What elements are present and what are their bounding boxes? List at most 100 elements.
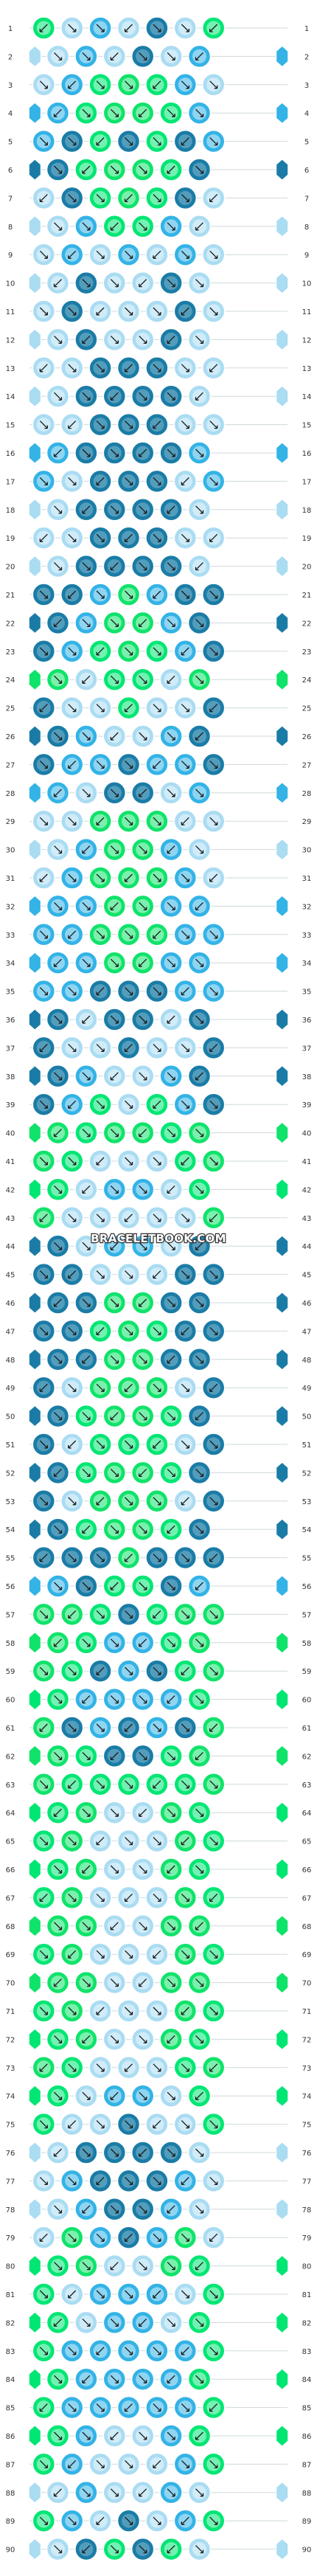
edge-marker — [28, 2142, 41, 2164]
arrow-icon — [39, 2516, 48, 2525]
arrow-icon — [167, 1582, 175, 1590]
arrow-icon — [68, 2176, 77, 2186]
arrow-icon — [39, 704, 48, 713]
arrow-icon — [195, 279, 204, 288]
arrow-icon — [153, 2403, 161, 2412]
arrow-icon — [181, 1893, 189, 1902]
row-number: 18 — [6, 507, 15, 515]
arrow-icon — [209, 364, 218, 373]
arrow-icon — [181, 647, 189, 656]
arrow-icon — [68, 1497, 77, 1506]
edge-marker — [28, 1348, 41, 1371]
arrow-icon — [68, 2459, 77, 2469]
row-number: 38 — [6, 1073, 15, 1081]
arrow-icon — [181, 1043, 189, 1053]
arrow-icon — [124, 193, 133, 203]
arrow-icon — [209, 2516, 218, 2525]
edge-marker — [276, 271, 289, 294]
row-number: 73 — [6, 2065, 15, 2073]
edge-markers — [28, 45, 289, 2561]
arrow-icon — [110, 1242, 119, 1250]
arrow-icon — [96, 2347, 105, 2355]
arrow-icon — [82, 958, 91, 967]
row-number: 83 — [302, 2348, 312, 2356]
arrow-icon — [195, 1978, 204, 1987]
arrow-icon — [195, 1072, 203, 1081]
arrow-icon — [153, 80, 161, 89]
arrow-icon — [96, 1100, 105, 1109]
row-number: 53 — [302, 1498, 312, 1506]
arrow-icon — [153, 2459, 161, 2469]
arrow-icon — [167, 505, 175, 514]
arrow-icon — [96, 1440, 105, 1449]
arrow-icon — [82, 1355, 91, 1364]
arrow-icon — [110, 1978, 119, 1987]
row-number: 29 — [302, 818, 312, 826]
edge-marker — [276, 555, 289, 578]
arrow-icon — [110, 562, 119, 571]
edge-marker — [276, 1745, 289, 1767]
arrow-icon — [209, 477, 218, 486]
arrow-icon — [139, 845, 147, 854]
arrow-icon — [139, 2091, 147, 2100]
arrow-icon — [125, 1780, 133, 1789]
row-number: 65 — [302, 1838, 312, 1846]
arrow-icon — [96, 1780, 105, 1789]
arrow-icon — [153, 2063, 161, 2072]
arrow-icon — [68, 80, 77, 89]
row-number: 80 — [302, 2263, 312, 2271]
row-number: 25 — [302, 705, 312, 713]
arrow-icon — [195, 1865, 204, 1874]
arrow-icon — [153, 873, 161, 882]
arrow-icon — [153, 590, 161, 599]
arrow-icon — [181, 1950, 189, 1959]
row-number: 14 — [302, 393, 312, 401]
edge-marker — [276, 952, 289, 974]
arrow-icon — [39, 1723, 48, 1732]
row-number: 48 — [302, 1357, 312, 1365]
edge-marker — [28, 838, 41, 861]
arrow-icon — [110, 675, 119, 684]
arrow-icon — [39, 1043, 48, 1053]
arrow-icon — [39, 817, 48, 825]
arrow-icon — [153, 1383, 161, 1392]
arrow-icon — [68, 1326, 77, 1336]
arrow-icon — [110, 732, 119, 741]
row-number: 42 — [302, 1186, 312, 1194]
arrow-icon — [167, 2545, 175, 2554]
arrow-icon — [68, 193, 77, 203]
arrow-icon — [167, 1412, 175, 1421]
edge-marker — [276, 2311, 289, 2334]
arrow-icon — [195, 901, 203, 911]
row-number: 6 — [304, 167, 309, 175]
arrow-icon — [39, 590, 48, 599]
arrow-icon — [124, 24, 133, 32]
arrow-icon — [167, 392, 175, 401]
edge-marker — [28, 102, 41, 124]
arrow-icon — [209, 647, 218, 656]
arrow-icon — [82, 165, 91, 174]
edge-marker — [276, 1858, 289, 1880]
arrow-icon — [181, 1666, 189, 1675]
row-number: 16 — [6, 450, 15, 458]
row-number: 88 — [6, 2490, 15, 2498]
row-number: 34 — [302, 960, 312, 968]
arrow-icon — [39, 1326, 48, 1336]
row-number: 36 — [6, 1017, 15, 1025]
row-number: 77 — [302, 2178, 312, 2186]
arrow-icon — [139, 1129, 147, 1138]
row-number: 8 — [304, 224, 309, 232]
arrow-icon — [96, 2176, 105, 2186]
arrow-icon — [153, 307, 161, 316]
arrow-icon — [53, 789, 62, 797]
arrow-icon — [209, 2233, 218, 2242]
arrow-icon — [82, 1015, 91, 1024]
arrow-icon — [124, 364, 133, 373]
arrow-icon — [209, 760, 218, 769]
edge-marker — [276, 782, 289, 804]
arrow-icon — [125, 1950, 133, 1959]
row-number: 7 — [304, 195, 309, 203]
arrow-icon — [209, 1723, 218, 1732]
arrow-icon — [39, 1893, 48, 1902]
edge-marker — [28, 555, 41, 578]
